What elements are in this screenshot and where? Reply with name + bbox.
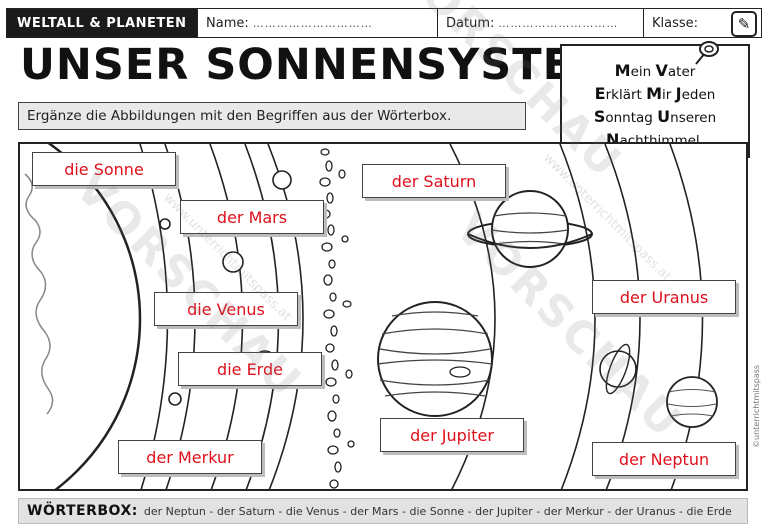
copyright-note: ©unterrichtmitspass: [752, 364, 761, 448]
label-sonne: die Sonne: [32, 152, 176, 186]
word-box-words: der Neptun - der Saturn - die Venus - de…: [143, 504, 732, 518]
pen-icon: ✎: [731, 11, 757, 37]
mnemonic-note: Mein Vater Erklärt Mir Jeden Sonntag Uns…: [560, 44, 750, 158]
mnemonic-line-2: Erklärt Mir Jeden: [594, 84, 716, 103]
label-uranus: der Uranus: [592, 280, 736, 314]
instruction-text: Ergänze die Abbildungen mit den Begriffe…: [18, 102, 526, 130]
name-label: Name:: [206, 15, 249, 31]
mars-planet: [272, 170, 292, 190]
topic-badge: WELTALL & PLANETEN: [7, 9, 197, 37]
saturn-planet: [467, 190, 593, 268]
label-venus: die Venus: [154, 292, 298, 326]
label-mars: der Mars: [180, 200, 324, 234]
label-merkur: der Merkur: [118, 440, 262, 474]
uranus-planet: [599, 343, 637, 395]
venus-planet: [222, 251, 244, 273]
moon-small: [159, 218, 171, 230]
solar-system-illustration: die Sonne der Mars die Venus die Erde de…: [18, 142, 748, 491]
date-dots: …………………………: [498, 16, 619, 30]
label-saturn: der Saturn: [362, 164, 506, 198]
mnemonic-line-3: Sonntag Unseren: [593, 107, 717, 126]
solar-system-drawing: [20, 144, 718, 489]
mnemonic-line-1: Mein Vater: [614, 61, 696, 80]
label-neptun: der Neptun: [592, 442, 736, 476]
neptune-planet: [666, 376, 718, 428]
jupiter-planet: [377, 301, 493, 417]
label-erde: die Erde: [178, 352, 322, 386]
sun-icon: [20, 144, 142, 489]
word-box: WÖRTERBOX: der Neptun - der Saturn - die…: [18, 498, 748, 524]
page-title: UNSER SONNENSYSTEM: [20, 40, 617, 90]
name-dots: …………………………: [252, 16, 373, 30]
date-field[interactable]: Datum: …………………………: [437, 9, 643, 37]
date-label: Datum:: [446, 15, 495, 31]
label-jupiter: der Jupiter: [380, 418, 524, 452]
class-label: Klasse:: [652, 15, 699, 31]
mercury-planet: [168, 392, 182, 406]
class-field[interactable]: Klasse:: [643, 9, 761, 37]
worksheet-header: WELTALL & PLANETEN Name: ………………………… Datu…: [6, 8, 762, 38]
pushpin-icon: [695, 41, 719, 65]
word-box-label: WÖRTERBOX:: [27, 503, 138, 519]
name-field[interactable]: Name: …………………………: [197, 9, 437, 37]
